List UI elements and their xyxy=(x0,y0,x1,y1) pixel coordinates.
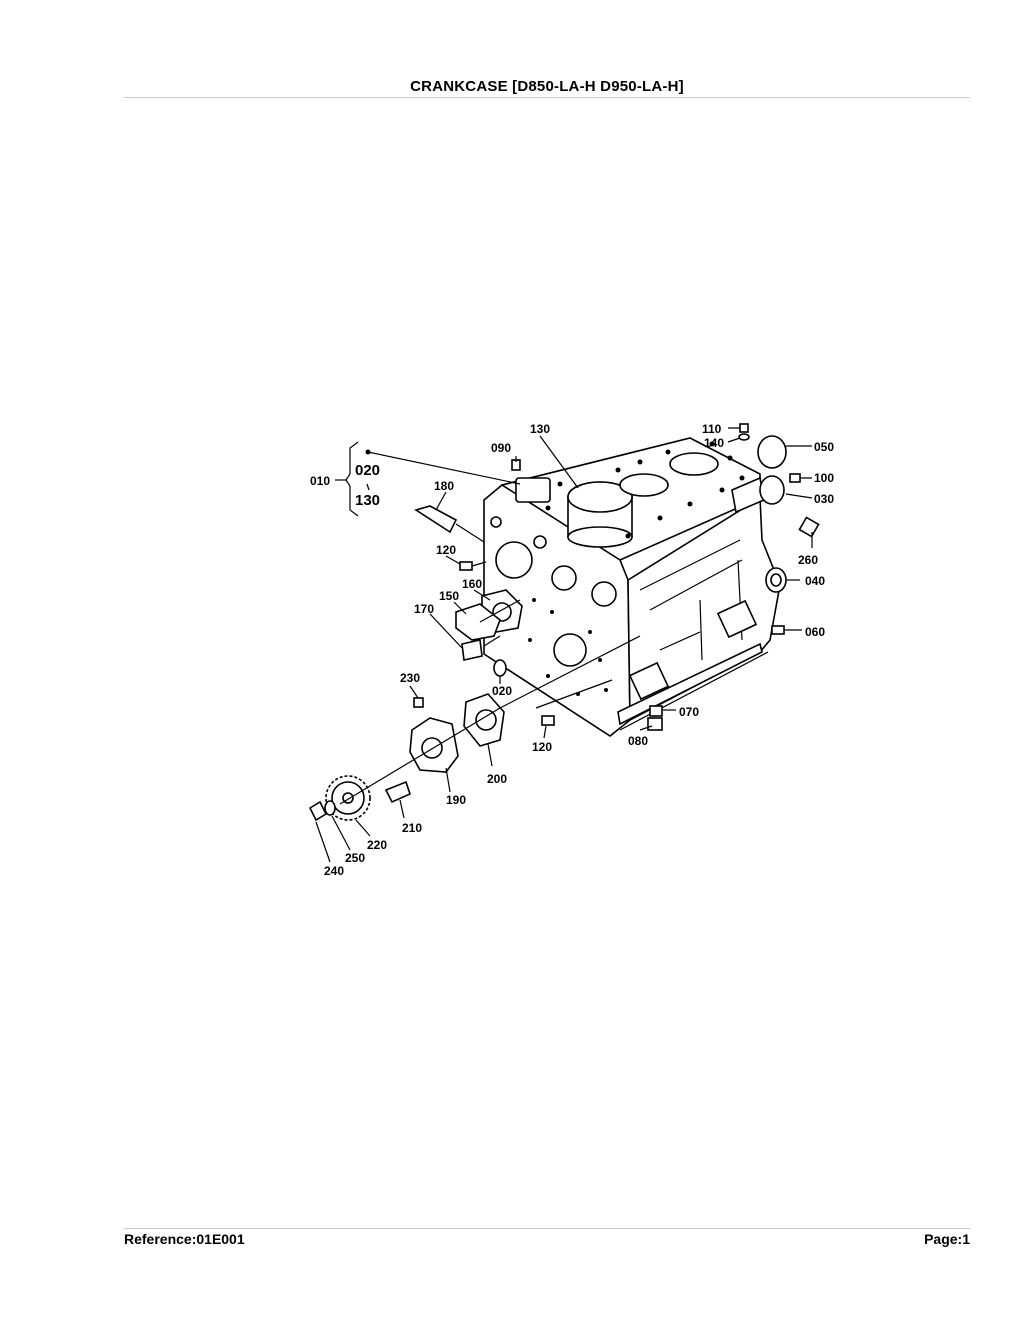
group-member-020: 020 xyxy=(355,462,380,479)
part-080 xyxy=(647,717,663,731)
callout-210: 210 xyxy=(402,821,422,835)
reference-code: Reference:01E001 xyxy=(124,1231,245,1247)
callout-060: 060 xyxy=(805,625,825,639)
group-label-010: 010 xyxy=(310,474,330,488)
page-title: CRANKCASE [D850-LA-H D950-LA-H] xyxy=(410,78,684,95)
part-210-bolt xyxy=(384,780,411,804)
callout-260: 260 xyxy=(798,553,818,567)
callout-190: 190 xyxy=(446,793,466,807)
callout-170: 170 xyxy=(414,602,434,616)
callout-120: 120 xyxy=(436,543,456,557)
part-250-washer xyxy=(324,800,336,816)
part-050-cover xyxy=(757,435,787,469)
callout-150: 150 xyxy=(439,589,459,603)
callout-160: 160 xyxy=(462,577,482,591)
part-240-nut xyxy=(308,800,328,822)
footer-divider xyxy=(124,1228,970,1229)
callout-020: 020 xyxy=(492,684,512,698)
part-120-dowel-lower xyxy=(541,715,555,726)
callout-100: 100 xyxy=(814,471,834,485)
part-140 xyxy=(738,433,750,441)
part-260 xyxy=(798,516,820,538)
callout-240: 240 xyxy=(324,864,344,878)
part-060 xyxy=(771,625,785,635)
callout-180: 180 xyxy=(434,479,454,493)
callout-200: 200 xyxy=(487,772,507,786)
page-number: Page:1 xyxy=(924,1231,970,1247)
callout-130: 130 xyxy=(530,422,550,436)
callout-220: 220 xyxy=(367,838,387,852)
callout-090: 090 xyxy=(491,441,511,455)
callout-110: 110 xyxy=(702,422,722,436)
callout-230: 230 xyxy=(400,671,420,685)
part-180-fitting xyxy=(414,505,458,534)
part-170-bolt xyxy=(461,639,483,661)
callout-030: 030 xyxy=(814,492,834,506)
callout-050: 050 xyxy=(814,440,834,454)
part-070 xyxy=(649,705,663,717)
callout-080: 080 xyxy=(628,734,648,748)
callout-250: 250 xyxy=(345,851,365,865)
header-divider xyxy=(124,97,970,98)
part-230 xyxy=(413,697,424,708)
callout-120-lower: 120 xyxy=(532,740,552,754)
part-030-ring xyxy=(759,475,785,505)
callout-070: 070 xyxy=(679,705,699,719)
group-member-130: 130 xyxy=(355,492,380,509)
callout-040: 040 xyxy=(805,574,825,588)
part-120-dowel xyxy=(459,561,473,571)
part-110 xyxy=(739,423,749,433)
part-150-gasket xyxy=(455,603,501,641)
callout-140: 140 xyxy=(704,436,724,450)
part-100 xyxy=(789,473,801,483)
crankcase-block xyxy=(483,437,781,737)
part-020-ring xyxy=(493,659,507,677)
